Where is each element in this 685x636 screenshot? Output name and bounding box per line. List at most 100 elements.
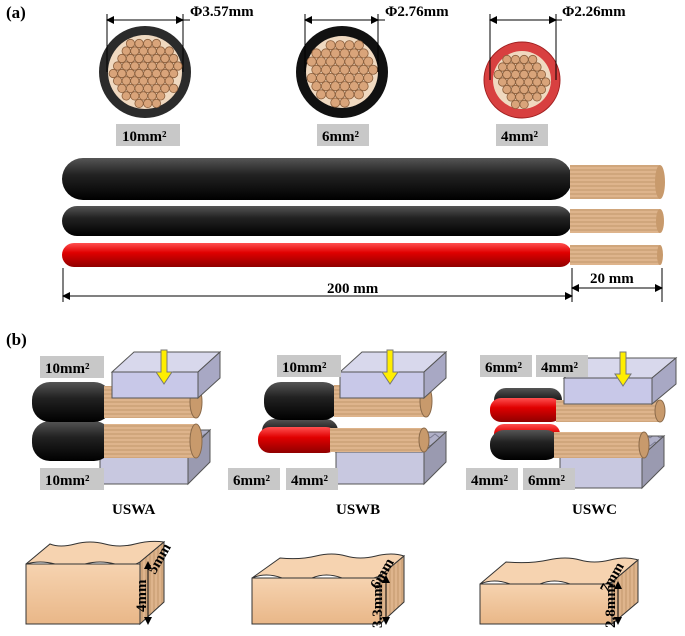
area-label-3: 4mm²: [501, 129, 538, 145]
uswc-bottom-right-label: 6mm²: [528, 473, 565, 489]
copper-strand: [330, 97, 341, 108]
copper-strand: [502, 54, 512, 65]
area-label-1: 10mm²: [122, 129, 167, 145]
copper-strand: [130, 91, 140, 101]
copper-strand: [156, 46, 166, 56]
setup-uswa: 10mm² 10mm² USWA: [32, 349, 222, 518]
copper-strand: [502, 69, 512, 80]
copper-strand: [339, 97, 350, 108]
copper-strand: [528, 84, 538, 95]
copper-strand: [134, 98, 144, 109]
copper-strand: [353, 89, 364, 100]
copper-strand: [349, 48, 360, 59]
uswa-name: USWA: [112, 502, 156, 518]
copper-strand: [130, 46, 140, 56]
cable-10mm2: [62, 158, 665, 200]
copper-strand: [528, 54, 538, 65]
copper-strand: [353, 56, 364, 67]
copper-strand: [523, 92, 534, 102]
setup-uswc: 6mm² 4mm² 4mm² 6mm² USWC: [466, 351, 678, 518]
copper-strand: [493, 69, 503, 80]
copper-strand: [138, 76, 148, 86]
copper-strand: [173, 61, 183, 71]
copper-strand: [156, 76, 166, 86]
copper-strand: [515, 62, 525, 72]
copper-strand: [339, 64, 350, 75]
copper-strand: [164, 61, 174, 71]
copper-strand: [330, 64, 341, 75]
copper-strand: [325, 73, 336, 84]
copper-strand: [164, 46, 174, 56]
copper-strand: [134, 83, 144, 94]
cross-section-4mm2: Φ2.26mm 4mm²: [483, 4, 626, 146]
copper-strand: [334, 89, 345, 100]
copper-strand: [519, 84, 529, 95]
copper-strand: [344, 89, 355, 100]
copper-strand: [169, 68, 179, 79]
copper-strand: [515, 92, 525, 102]
copper-strand: [311, 81, 322, 92]
copper-strand: [515, 77, 525, 87]
copper-strand: [349, 64, 360, 75]
copper-strand: [330, 81, 341, 92]
copper-strand: [160, 53, 170, 64]
copper-strand: [510, 69, 521, 80]
cable-4mm2: [62, 243, 663, 267]
copper-strand: [316, 73, 327, 84]
copper-strand: [151, 98, 161, 109]
copper-strand: [117, 83, 127, 94]
copper-strand: [311, 48, 322, 59]
uswc-top-right-label: 4mm²: [541, 360, 578, 376]
copper-strand: [532, 92, 542, 102]
copper-strand: [134, 38, 144, 49]
copper-strand: [169, 83, 179, 94]
cable-6mm2: [62, 206, 664, 236]
copper-strand: [320, 48, 331, 59]
cross-section-10mm2: Φ3.57mm 10mm²: [99, 4, 254, 146]
copper-strand: [130, 61, 140, 71]
panel-b-label: (b): [6, 330, 27, 349]
pressure-arrow-icon: [155, 349, 173, 385]
copper-strand: [497, 62, 508, 72]
copper-strand: [143, 83, 153, 94]
copper-strand: [320, 81, 331, 92]
copper-strand: [134, 53, 144, 64]
copper-strand: [316, 89, 327, 100]
copper-strand: [325, 89, 336, 100]
copper-strand: [353, 73, 364, 84]
copper-strand: [125, 68, 136, 79]
uswb-name: USWB: [336, 502, 380, 518]
copper-strand: [138, 61, 148, 71]
copper-strand: [325, 40, 336, 51]
copper-strand: [358, 64, 369, 75]
setup-uswb: 10mm² 6mm² 4mm² USWB: [228, 349, 448, 518]
copper-strand: [121, 91, 131, 101]
copper-strand: [125, 53, 136, 64]
copper-strand: [117, 53, 127, 64]
copper-strand: [311, 64, 322, 75]
copper-strand: [134, 68, 144, 79]
copper-strand: [147, 76, 157, 86]
cross-section-6mm2: Φ2.76mm 6mm²: [296, 4, 449, 146]
copper-strand: [320, 64, 331, 75]
uswc-bottom-left-label: 4mm²: [471, 473, 508, 489]
copper-strand: [151, 38, 161, 49]
panel-a-label: (a): [6, 3, 26, 22]
diameter-label-3: Φ2.26mm: [562, 4, 626, 20]
copper-strand: [306, 73, 317, 84]
copper-strand: [147, 61, 157, 71]
copper-strand: [151, 68, 161, 79]
area-label-2: 6mm²: [322, 129, 359, 145]
copper-strand: [316, 56, 327, 67]
copper-strand: [541, 77, 551, 87]
copper-strand: [536, 84, 547, 95]
copper-strand: [306, 56, 317, 67]
pressure-arrow-icon: [614, 351, 632, 387]
copper-strand: [143, 38, 153, 49]
copper-strand: [143, 53, 153, 64]
copper-strand: [510, 54, 521, 65]
copper-strand: [113, 76, 123, 86]
copper-strand: [130, 76, 140, 86]
